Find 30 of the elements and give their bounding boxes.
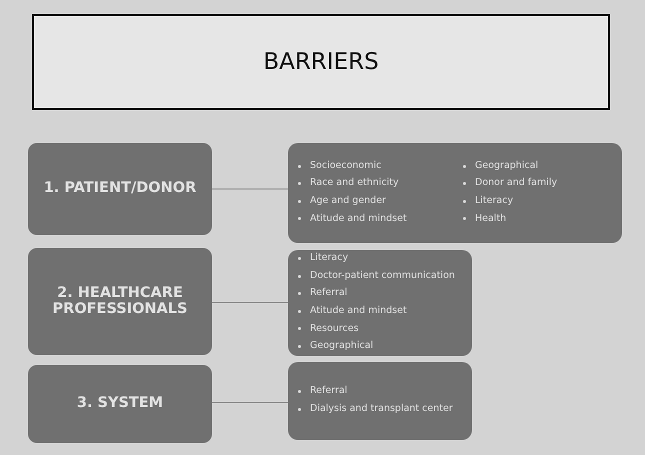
category-label: 2. HEALTHCARE PROFESSIONALS xyxy=(52,286,188,318)
list-box xyxy=(288,143,622,243)
list-item: Atitude and mindset xyxy=(310,304,407,318)
list-item: Literacy xyxy=(475,194,514,208)
list-item: Health xyxy=(475,212,506,226)
list-item: Atitude and mindset xyxy=(310,212,407,226)
list-item: Geographical xyxy=(475,158,538,173)
list-item: Referral xyxy=(310,286,348,300)
list-item: Donor and family xyxy=(475,176,558,190)
list-item: Race and ethnicity xyxy=(310,176,399,190)
category-box xyxy=(28,143,212,235)
connector-line xyxy=(212,302,288,303)
category-box xyxy=(28,248,212,355)
list-box xyxy=(288,250,472,356)
connector-line xyxy=(212,188,288,190)
list-item: Doctor-patient communication xyxy=(310,268,455,283)
list-item: Resources xyxy=(310,322,359,336)
connector-line xyxy=(212,402,288,403)
category-box xyxy=(28,365,212,443)
list-item: Referral xyxy=(310,384,348,398)
list-item: Age and gender xyxy=(310,194,386,208)
title-box xyxy=(32,14,610,110)
title-text: BARRIERS xyxy=(263,49,379,75)
list-item: Literacy xyxy=(310,251,348,266)
list-item: Dialysis and transplant center xyxy=(310,402,453,416)
list-item: Socioeconomic xyxy=(310,158,382,173)
list-item: Geographical xyxy=(310,339,374,354)
category-label: 1. PATIENT/DONOR xyxy=(44,181,196,197)
list-box xyxy=(288,362,472,440)
category-label: 3. SYSTEM xyxy=(76,396,164,412)
